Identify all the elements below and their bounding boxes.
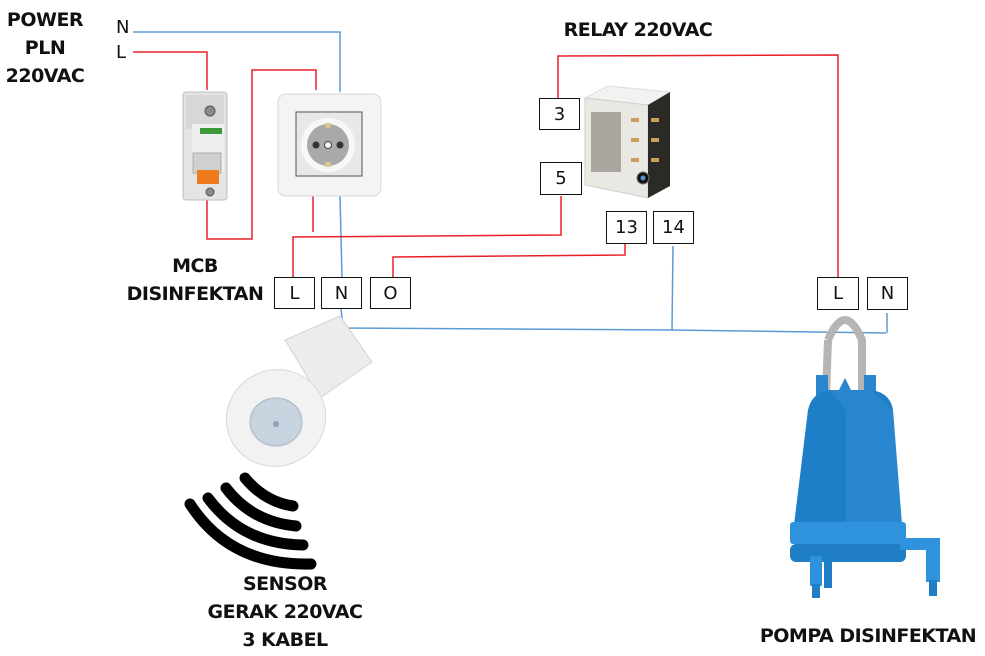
sensor-label-line3: 3 KABEL xyxy=(242,629,328,651)
source-neutral-label: N xyxy=(116,17,130,38)
relay-terminal-13: 13 xyxy=(606,211,647,244)
relay-module xyxy=(583,85,672,199)
pump-label: POMPA DISINFEKTAN xyxy=(759,625,977,647)
mcb-label: MCB DISINFEKTAN xyxy=(120,252,270,308)
relay-terminal-3: 3 xyxy=(539,98,580,130)
wire-neutral-source xyxy=(133,31,341,92)
pump-terminal-l: L xyxy=(817,277,859,310)
relay-terminal-14: 14 xyxy=(653,211,694,244)
wire-live-bus xyxy=(292,196,562,278)
wall-socket xyxy=(277,93,382,197)
sensor-terminal-l: L xyxy=(274,277,315,309)
wire-neutral-relay-14 xyxy=(671,245,674,331)
pump-terminal-n: N xyxy=(867,277,908,310)
relay-terminal-5: 5 xyxy=(540,162,582,195)
wire-live-mcb-socket xyxy=(206,69,317,240)
mcb-label-line1: MCB xyxy=(172,255,218,277)
mcb-label-line2: DISINFEKTAN xyxy=(126,283,264,305)
power-label-line2: PLN xyxy=(24,37,66,59)
motion-sensor xyxy=(225,315,373,467)
sensor-label-line1: SENSOR xyxy=(242,573,328,595)
wire-live-relay-pump xyxy=(557,54,839,277)
motion-waves-icon xyxy=(184,472,317,570)
sensor-label-line2: GERAK 220VAC xyxy=(207,601,363,623)
wire-sensor-out-relay-13 xyxy=(392,244,626,278)
power-source-label: POWER PLN 220VAC xyxy=(4,6,86,90)
wire-neutral-bus xyxy=(340,307,887,334)
mcb-breaker xyxy=(182,91,228,201)
source-live-label: L xyxy=(116,42,127,63)
sensor-terminal-n: N xyxy=(321,277,362,309)
sensor-label: SENSOR GERAK 220VAC 3 KABEL xyxy=(180,570,390,654)
relay-label: RELAY 220VAC xyxy=(563,19,713,41)
wire-live-source-mcb xyxy=(133,51,208,90)
sensor-terminal-o: O xyxy=(370,277,411,309)
power-label-line3: 220VAC xyxy=(5,65,85,87)
power-label-line1: POWER xyxy=(6,9,84,31)
pump xyxy=(790,316,940,598)
